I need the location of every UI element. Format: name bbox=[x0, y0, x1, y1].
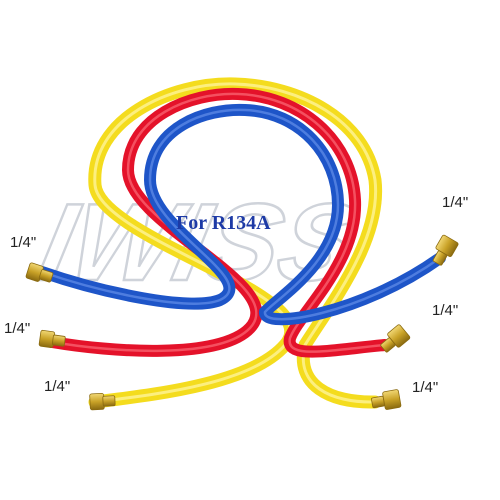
fitting-right-red bbox=[380, 324, 411, 353]
size-label-left-bottom: 1/4" bbox=[44, 378, 71, 395]
fitting-right-yellow bbox=[371, 389, 402, 410]
size-label-right-bottom: 1/4" bbox=[412, 379, 439, 396]
size-label-left-top: 1/4" bbox=[10, 234, 37, 251]
refrigerant-caption: For R134A bbox=[176, 212, 271, 234]
blue-hose-highlight bbox=[40, 108, 442, 321]
red-hose-highlight bbox=[50, 92, 387, 353]
fitting-left-yellow bbox=[89, 392, 116, 411]
fitting-right-blue bbox=[432, 234, 459, 266]
size-label-right-top: 1/4" bbox=[442, 194, 469, 211]
size-label-left-middle: 1/4" bbox=[4, 320, 31, 337]
fitting-left-red bbox=[38, 329, 66, 349]
fitting-left-blue bbox=[25, 262, 54, 283]
size-label-right-middle: 1/4" bbox=[432, 302, 459, 319]
